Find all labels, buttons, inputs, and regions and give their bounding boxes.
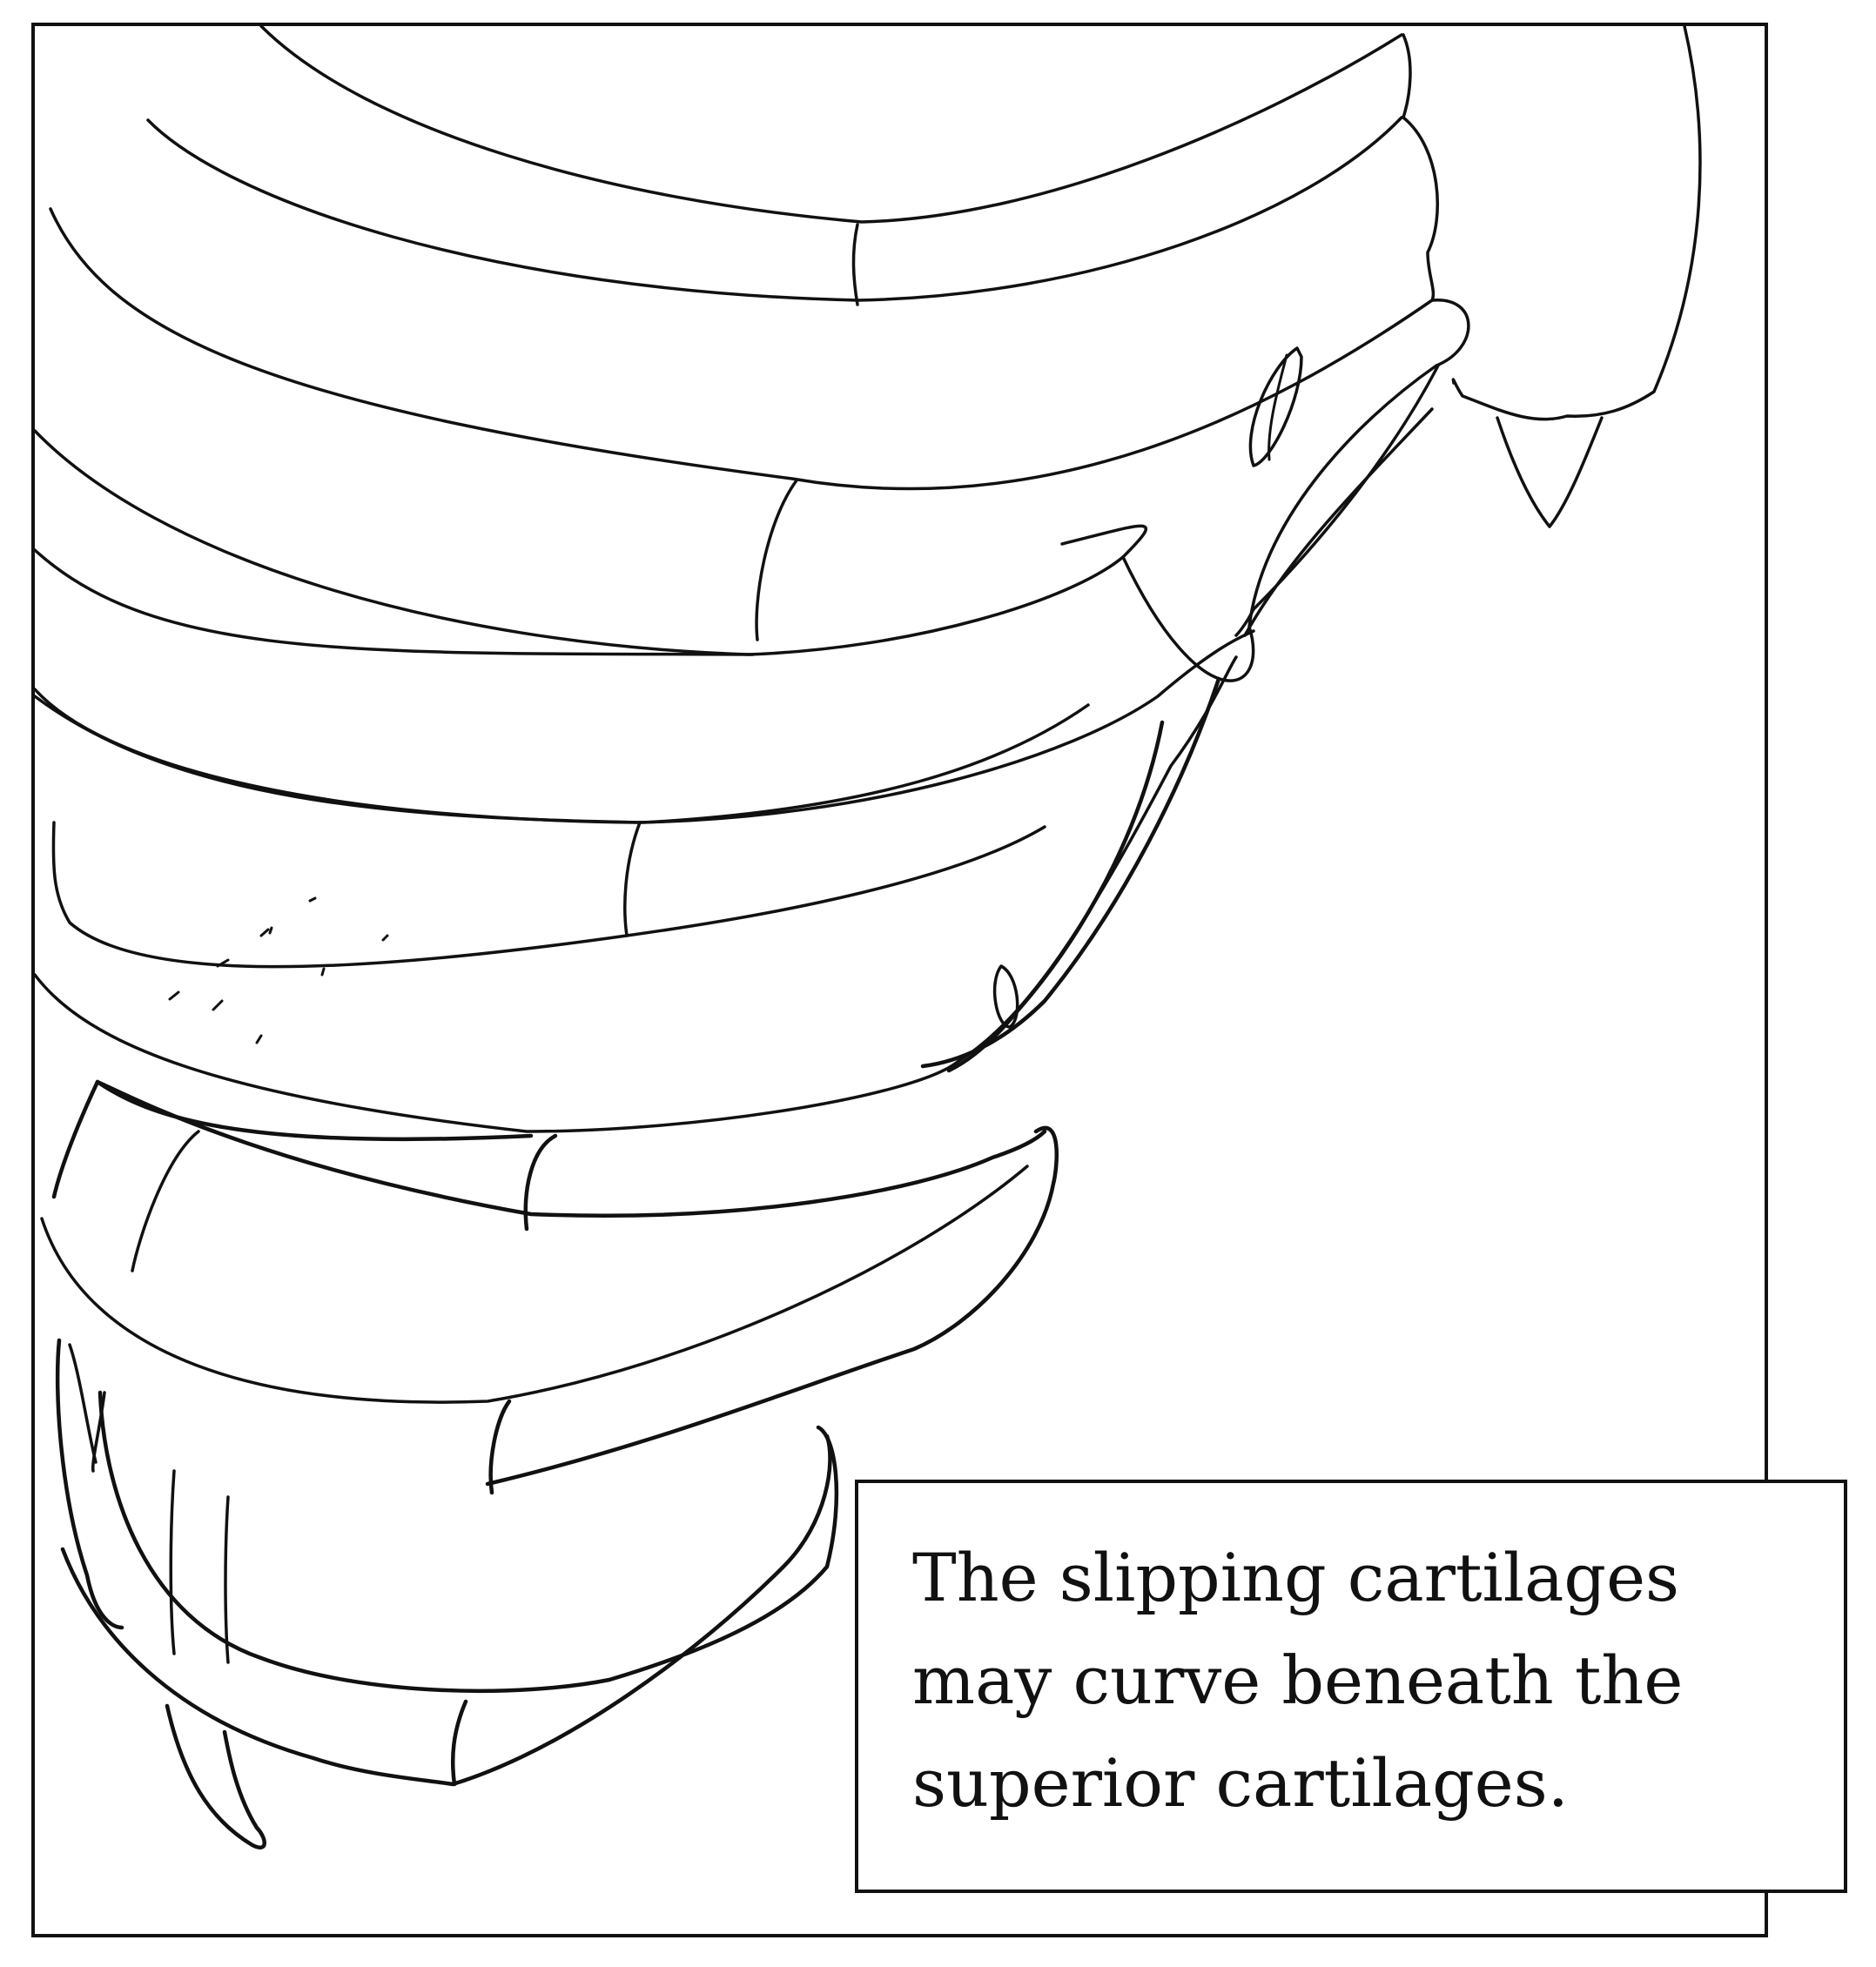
xiphoid-process [1496,416,1604,528]
rib-7 [95,1079,1047,1218]
rib-9-left-edge [55,1338,124,1630]
cartilage-4-outer [1243,407,1434,637]
rib-9-joint [450,1699,468,1787]
rib-7-joint [523,1133,558,1232]
rib-3 [49,207,1434,491]
rib-6-cartilage-inner [946,720,1165,1073]
rib-8-left-edge [51,1079,100,1199]
cartilage-3 [1121,299,1470,682]
costochondral-joint-1 [851,223,859,306]
xiphoid-edge [1451,24,1702,421]
rib-5 [33,629,1255,824]
rib-2-upper [146,116,1403,302]
rib-9 [97,1390,839,1694]
rib-4 [33,548,755,656]
rib-9-inner [68,1343,106,1473]
rib-4-cartilage-joint [755,479,798,641]
cartilage-4 [1234,364,1440,637]
rib-8 [40,1165,1029,1404]
caption-line-3: superior cartilages. [912,1744,1569,1822]
rib-5-joint [623,821,642,937]
rib-6-small-oval [992,964,1019,1029]
rib-8-inner [131,1130,200,1272]
intercostal-notch [1248,346,1303,467]
rib-4-lower [33,695,1090,824]
rib-7-cartilage [485,1126,1059,1487]
rib-6-cartilage [920,676,1221,1069]
floating-rib-tip [165,1703,266,1850]
caption-line-2: may curve beneath the [912,1641,1684,1719]
rib-1 [259,24,1403,224]
caption-box: The slipping cartilages may curve beneat… [855,1480,1847,1893]
rib-6 [33,655,1238,1133]
caption-line-1: The slipping cartilages [912,1539,1680,1616]
hatch-marks [168,896,389,1044]
sternum-edge [1402,33,1440,302]
rib-3-lower [33,429,1148,656]
rib-8-joint [488,1399,512,1495]
rib-7-upper [95,1079,534,1142]
rib-9-strands [169,1469,230,1664]
rib-9-lower [60,1433,832,1787]
intercostal-notch-line [1267,353,1288,461]
rib-5-lower [51,821,1046,969]
